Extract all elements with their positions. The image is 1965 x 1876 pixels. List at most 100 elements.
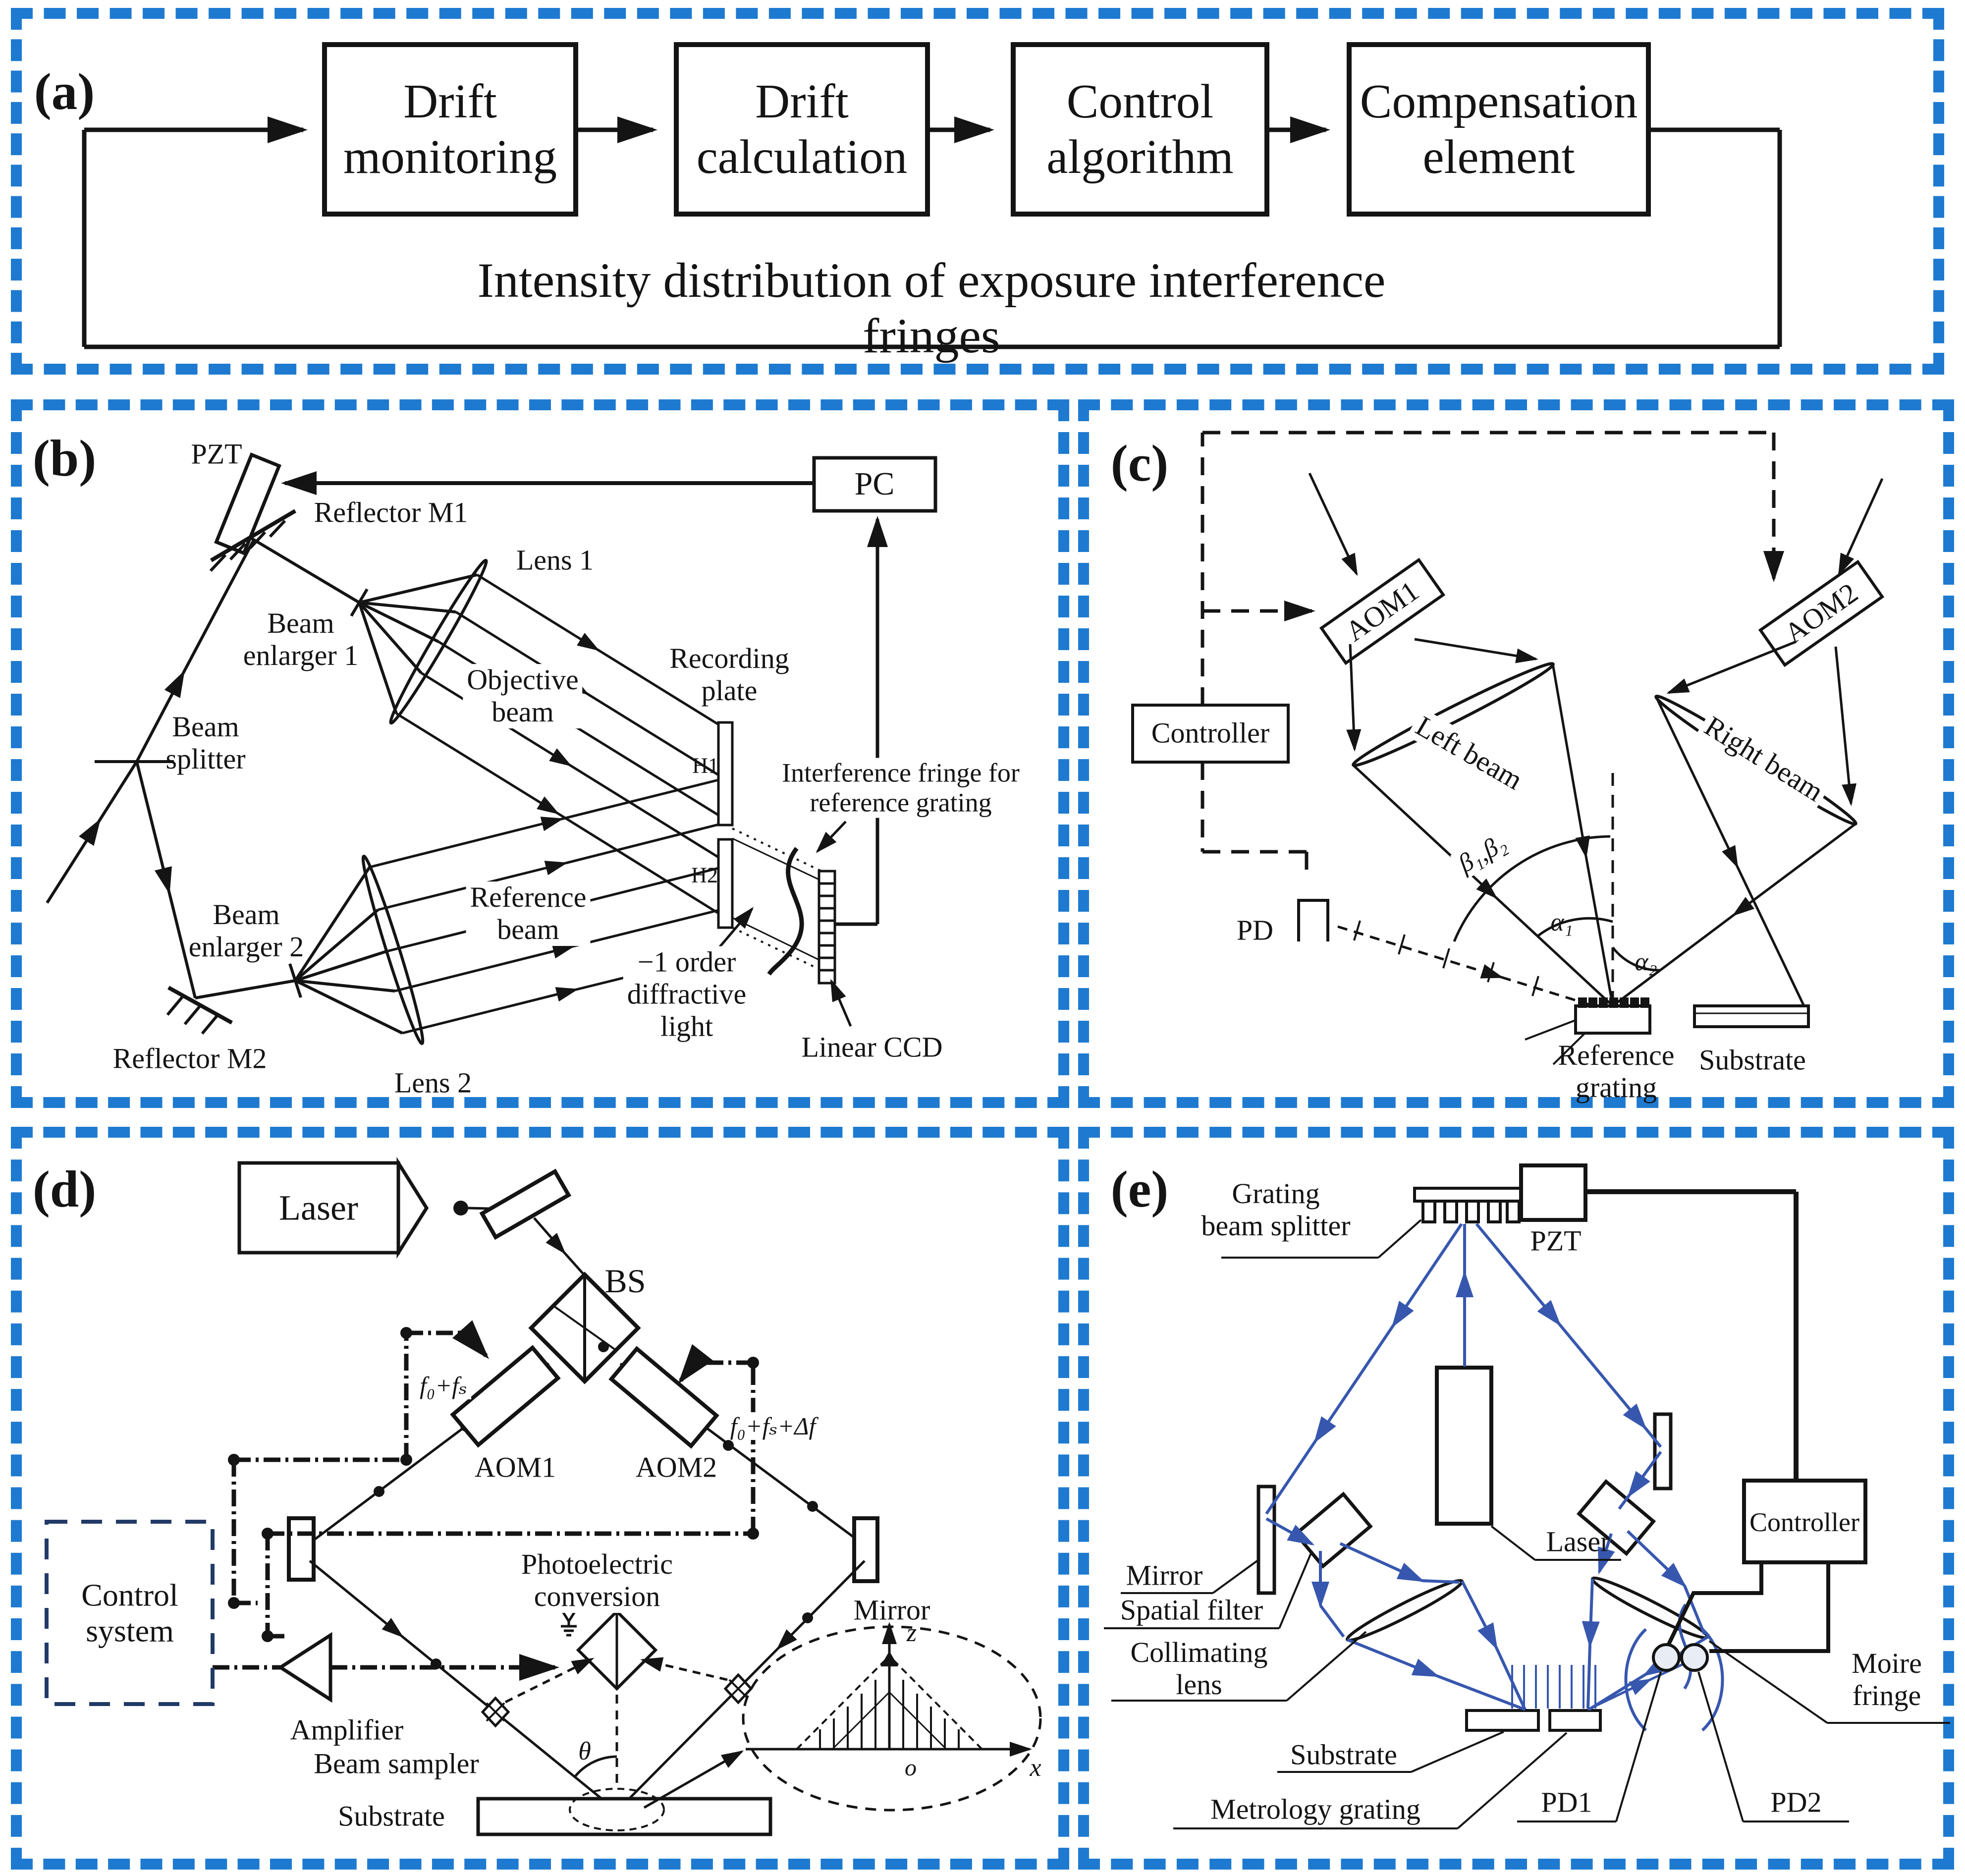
reflector-m1-label: Reflector M1 xyxy=(314,496,468,529)
pd2-label: PD2 xyxy=(1770,1786,1822,1819)
panel-e-frame xyxy=(1078,1127,1954,1870)
panel-b-tag: (b) xyxy=(32,429,97,488)
beam-sampler-right xyxy=(723,1673,753,1705)
panel-d-frame xyxy=(11,1127,1069,1870)
pd-label: PD xyxy=(1236,914,1274,946)
aom1-box-d xyxy=(450,1345,561,1448)
flow-box-label: Drift calculation xyxy=(696,75,908,183)
metrology-grating-label: Metrology grating xyxy=(1210,1793,1420,1825)
origin-label: o xyxy=(905,1755,917,1781)
reference-grating-label: Reference grating xyxy=(1558,1039,1675,1104)
pd1-label: PD1 xyxy=(1541,1786,1592,1819)
beam-enlarger2-label: Beam enlarger 2 xyxy=(188,898,304,963)
right-mirror-d xyxy=(852,1516,879,1583)
moire-fringe-label: Moire fringe xyxy=(1852,1647,1922,1711)
flow-box-compensation-element: Compensation element xyxy=(1347,42,1651,217)
substrate-part-d xyxy=(476,1797,772,1836)
controller-box-e xyxy=(1742,1479,1867,1564)
spatial-filter-right xyxy=(1576,1479,1656,1556)
laser-box-e xyxy=(1435,1366,1493,1526)
aom1-label-d: AOM1 xyxy=(474,1451,556,1484)
feedback-path-label: Intensity distribution of exposure inter… xyxy=(477,253,1386,363)
alpha2-label: α₂ xyxy=(1635,947,1657,976)
laser-box-d xyxy=(237,1161,400,1255)
mirror-label-d: Mirror xyxy=(853,1594,930,1626)
objective-beam-label: Objective beam xyxy=(463,663,583,728)
pzt-label-b: PZT xyxy=(191,438,242,470)
control-system-box xyxy=(45,1520,215,1706)
controller-label-c: Controller xyxy=(1151,717,1270,749)
substrate-part-c xyxy=(1693,1004,1810,1028)
panel-d-linework xyxy=(45,1157,1042,1836)
control-system-label: Control system xyxy=(81,1577,178,1648)
aom2-label-d: AOM2 xyxy=(635,1451,717,1484)
beam-sampler-label: Beam sampler xyxy=(314,1747,479,1780)
panel-d-tag: (d) xyxy=(32,1160,97,1218)
controller-box xyxy=(1131,704,1290,764)
pd2-detector xyxy=(1680,1643,1709,1672)
aom2-box xyxy=(1758,559,1885,667)
substrate-label-c: Substrate xyxy=(1699,1044,1806,1076)
reflector-m1-mirror xyxy=(210,509,297,562)
recording-plate-h1 xyxy=(717,721,734,827)
flow-box-drift-monitoring: Drift monitoring xyxy=(322,42,578,217)
lens1-label: Lens 1 xyxy=(516,544,594,576)
spatial-filter-left xyxy=(1293,1491,1373,1569)
fringe-curve xyxy=(767,847,804,976)
panel-b-frame xyxy=(11,399,1069,1108)
reference-beam-label: Reference beam xyxy=(466,881,591,946)
photoelectric-pbs xyxy=(576,1609,658,1691)
beam-enlarger1-label: Beam enlarger 1 xyxy=(243,607,359,671)
substrate-part-e xyxy=(1465,1709,1540,1732)
grating-beam-splitter xyxy=(1413,1187,1523,1223)
moire-curve-right xyxy=(1701,1628,1724,1732)
alpha1-label: α₁ xyxy=(1550,908,1573,937)
grating-beam-splitter-label: Grating beam splitter xyxy=(1201,1177,1351,1242)
panel-a-flow xyxy=(82,116,1782,349)
panel-e-linework xyxy=(1104,1163,1950,1829)
interference-fringe-label: Interference fringe for reference gratin… xyxy=(778,758,1024,818)
linear-ccd-label: Linear CCD xyxy=(801,1031,943,1063)
flow-box-drift-calculation: Drift calculation xyxy=(674,42,930,217)
panel-c-frame xyxy=(1078,399,1954,1108)
beam-sampler-left xyxy=(481,1696,510,1728)
panel-e-tag: (e) xyxy=(1110,1160,1169,1218)
spatial-filter-label: Spatial filter xyxy=(1120,1594,1263,1626)
aom2-box-d xyxy=(608,1346,719,1449)
flow-box-control-algorithm: Control algorithm xyxy=(1011,42,1269,217)
fringe-inset xyxy=(742,1622,1042,1812)
collimating-lens-label: Collimating lens xyxy=(1130,1636,1268,1701)
x-axis-label: x xyxy=(1030,1753,1041,1782)
laser-label-d: Laser xyxy=(279,1188,358,1228)
pc-box xyxy=(812,456,937,513)
h2-label: H2 xyxy=(691,863,718,887)
flow-box-label: Control algorithm xyxy=(1046,75,1234,183)
steering-mirror-d xyxy=(479,1168,572,1240)
h1-label: H1 xyxy=(692,753,719,778)
flow-box-label: Compensation element xyxy=(1360,75,1638,183)
reflector-m2-label: Reflector M2 xyxy=(112,1042,267,1075)
metrology-grating-part xyxy=(1548,1709,1602,1732)
mirror-label-e: Mirror xyxy=(1126,1559,1203,1592)
flow-box-label: Drift monitoring xyxy=(343,75,557,183)
pzt-box-e xyxy=(1519,1163,1587,1222)
controller-label-e: Controller xyxy=(1749,1507,1859,1537)
moire-curve-mid xyxy=(1678,1603,1692,1690)
mirror-left-e xyxy=(1256,1485,1276,1595)
mirror-right-e xyxy=(1653,1412,1673,1490)
laser-label-e: Laser xyxy=(1546,1525,1610,1558)
reflector-m2-mirror xyxy=(167,986,233,1025)
aom1-box xyxy=(1319,557,1446,665)
reference-grating-part xyxy=(1574,997,1651,1035)
moire-curve-left xyxy=(1624,1628,1647,1732)
f0fs-label: f₀+fₛ xyxy=(416,1372,471,1399)
panel-a-frame xyxy=(11,8,1944,375)
theta-label: θ xyxy=(578,1737,591,1766)
z-axis-label: z xyxy=(906,1618,917,1647)
lens2-label: Lens 2 xyxy=(394,1066,472,1099)
amplifier-triangle xyxy=(277,1632,332,1703)
panel-a-tag: (a) xyxy=(34,62,95,121)
linear-ccd xyxy=(818,870,836,985)
recording-plate-label: Recording plate xyxy=(669,642,789,707)
pzt-label-e: PZT xyxy=(1530,1224,1582,1257)
